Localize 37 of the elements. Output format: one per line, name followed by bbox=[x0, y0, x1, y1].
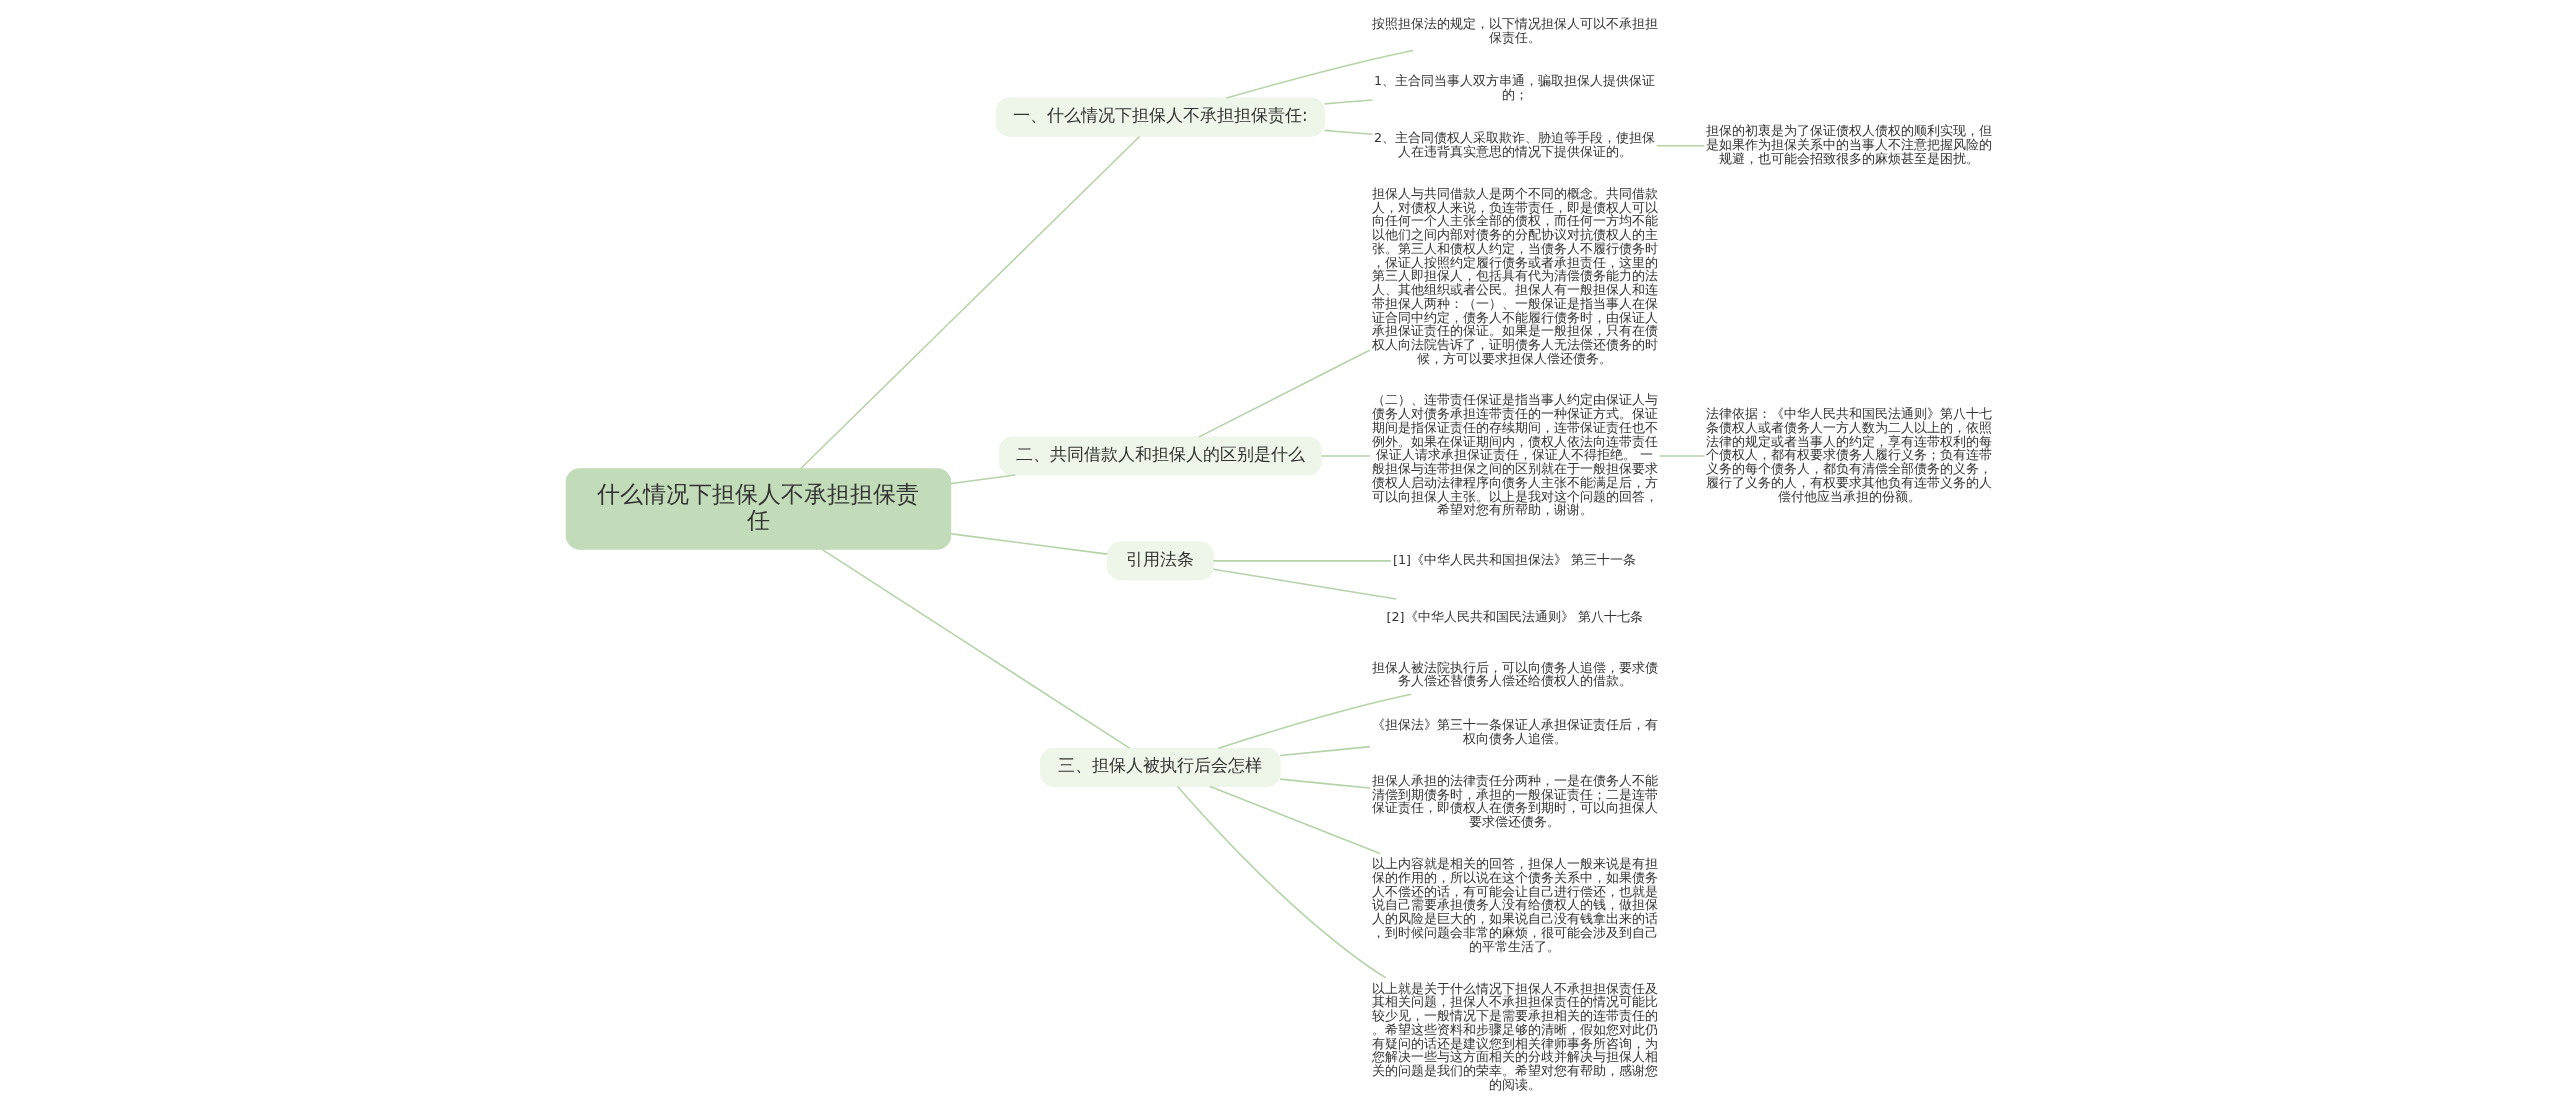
node-box: 三、担保人被执行后会怎样 bbox=[1040, 747, 1281, 787]
node-box: 引用法条 bbox=[1106, 541, 1214, 581]
connector bbox=[1225, 49, 1414, 99]
connector bbox=[1320, 455, 1371, 457]
connector bbox=[1658, 455, 1706, 457]
connector bbox=[1323, 129, 1374, 136]
node-text: 法律依据：《中华人民共和国民法通则》第八十七条债权人或者债务人一方人数为二人以上的，依照法律的规定或者当事人的约定，享有连带权利的每个债权人，都有权要求债务人履行义务；负有连带义务的每个债务人，都负有清偿全部债务的义务，履行了义务的人，有权要求其他负有连带义务的人偿付他应当承担的份额。 bbox=[1706, 406, 1993, 504]
node-text: 《担保法》第三十一条保证人承担保证责任后，有权向债务人追偿。 bbox=[1371, 716, 1658, 746]
connector bbox=[1279, 778, 1371, 789]
connector bbox=[1323, 99, 1374, 105]
node-text: （二）、连带责任保证是指当事人约定由保证人与债务人对债务承担连带责任的一种保证方式。保证期间是指保证责任的存续期间，连带保证责任也不例外。如果在保证期间内，债权人依法向连带责任保证人请求承担保证责任，保证人不得拒绝。 一般担保与连带担保之间的区别就在于一般担保要求债权人启动法律程序向债务人主张不能满足后，方可以向担保人主张。以上是我对这个问题的回答，希望对您有所帮助，谢谢。 bbox=[1371, 392, 1658, 518]
node-box: 什么情况下担保人不承担担保责任 bbox=[565, 468, 952, 550]
connector bbox=[1217, 693, 1413, 750]
node-text: 1、主合同当事人双方串通，骗取担保人提供保证的； bbox=[1374, 72, 1656, 102]
node-text: 2、主合同债权人采取欺诈、胁迫等手段，使担保人在违背真实意思的情况下提供保证的。 bbox=[1374, 130, 1656, 159]
node-text: 担保人承担的法律责任分两种，一是在债务人不能清偿到期债务时，承担的一般保证责任；二是连带保证责任，即债权人在债务到期时，可以向担保人要求偿还债务。 bbox=[1371, 772, 1658, 830]
node-box: 一、什么情况下担保人不承担担保责任: bbox=[995, 97, 1325, 137]
connector bbox=[821, 548, 1131, 749]
connector bbox=[1209, 785, 1381, 855]
connector bbox=[800, 135, 1141, 470]
node-text: 以上内容就是相关的回答，担保人一般来说是有担保的作用的，所以说在这个债务关系中，如果债务人不偿还的话，有可能会让自己进行偿还，也就是说自己需要承担债务人没有给债权人的钱，做担保人的风险是巨大的，如果说自己没有钱拿出来的话，到时候问题会非常的麻烦，很可能会涉及到自己的平常生活了。 bbox=[1371, 856, 1658, 954]
node-text: 按照担保法的规定，以下情况担保人可以不承担担保责任。 bbox=[1371, 15, 1658, 45]
node-text: 担保人被法院执行后，可以向债务人追偿，要求债务人偿还替债务人偿还给债权人的借款。 bbox=[1371, 659, 1658, 689]
connector bbox=[1279, 745, 1371, 757]
node-text: [1]《中华人民共和国担保法》 第三十一条 bbox=[1393, 552, 1637, 568]
connector bbox=[1176, 785, 1387, 979]
node-box: 二、共同借款人和担保人的区别是什么 bbox=[998, 436, 1322, 476]
connector bbox=[1655, 144, 1706, 147]
connector bbox=[1212, 560, 1392, 562]
node-text: 担保人与共同借款人是两个不同的概念。共同借款人，对债权人来说，负连带责任，即是债权人可以向任何一个人主张全部的债权，而任何一方均不能以他们之间内部对债务的分配协议对抗债权人的主张。第三人和债权人约定，当债务人不履行债务时，保证人按照约定履行债务或者承担责任，这里的第三人即担保人，包括具有代为清偿债务能力的法人、其他组织或者公民。担保人有一般担保人和连带担保人两种：（一）、一般保证是指当事人在保证合同中约定，债务人不能履行债务时，由保证人承担保证责任的保证。如果是一般担保，只有在债权人向法院告诉了，证明债务人无法偿还债务的时候，方可以要求担保人偿还债务。 bbox=[1371, 185, 1658, 366]
connector bbox=[950, 533, 1109, 555]
node-text: [2]《中华人民共和国民法通则》 第八十七条 bbox=[1386, 609, 1643, 625]
node-text: 担保的初衷是为了保证债权人债权的顺利实现，但是如果作为担保关系中的当事人不注意把握风险的规避，也可能会招致很多的麻烦甚至是困扰。 bbox=[1706, 123, 1993, 166]
node-text: 以上就是关于什么情况下担保人不承担担保责任及其相关问题，担保人不承担担保责任的情况可能比较少见，一般情况下是需要承担相关的连带责任的。希望这些资料和步骤足够的清晰，假如您对此仍有疑问的话还是建议您到相关律师事务所咨询，为您解决一些与这方面相关的分歧并解决与担保人相关的问题是我们的荣幸。希望对您有帮助，感谢您的阅读。 bbox=[1371, 980, 1658, 1092]
connector bbox=[1198, 349, 1371, 438]
connector bbox=[950, 474, 1017, 485]
connector bbox=[1212, 568, 1397, 600]
